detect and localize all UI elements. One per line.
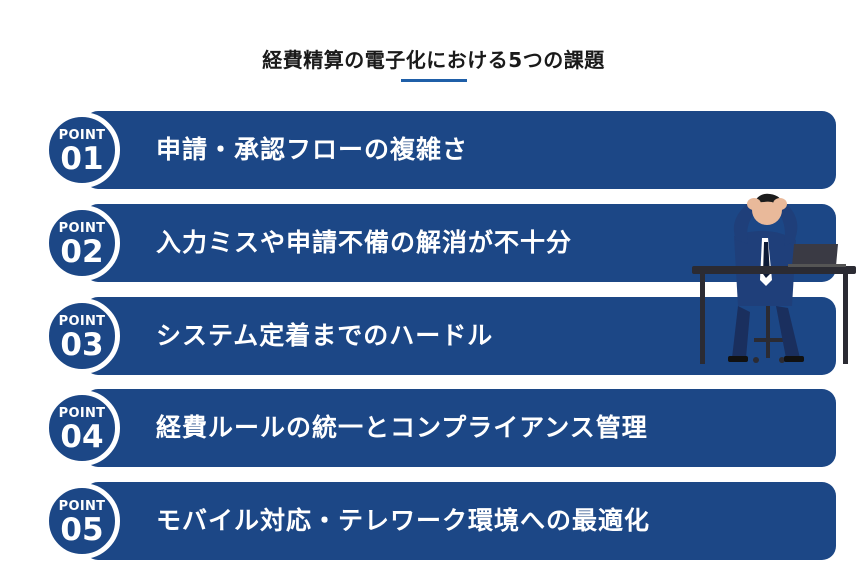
point-badge: POINT 05 — [44, 483, 120, 559]
stressed-businessman-illustration — [692, 193, 856, 364]
page-title: 経費精算の電子化における5つの課題 — [262, 48, 605, 72]
point-badge: POINT 01 — [44, 112, 120, 188]
point-number: 01 — [60, 141, 104, 177]
point-text: モバイル対応・テレワーク環境への最適化 — [156, 506, 651, 535]
point-badge: POINT 02 — [44, 205, 120, 281]
point-row-1: POINT 01 申請・承認フローの複雑さ — [44, 111, 836, 189]
point-bar — [84, 389, 836, 467]
point-badge-label: POINT — [58, 314, 106, 329]
point-text: 入力ミスや申請不備の解消が不十分 — [156, 228, 573, 257]
point-number: 04 — [60, 419, 104, 455]
point-badge-label: POINT — [58, 221, 106, 236]
point-badge-label: POINT — [58, 128, 106, 143]
point-bar — [84, 111, 836, 189]
point-badge-label: POINT — [58, 499, 106, 514]
title-underline — [401, 79, 467, 82]
point-text: システム定着までのハードル — [156, 321, 494, 350]
point-badge: POINT 03 — [44, 298, 120, 374]
point-row-4: POINT 04 経費ルールの統一とコンプライアンス管理 — [44, 389, 836, 467]
point-row-5: POINT 05 モバイル対応・テレワーク環境への最適化 — [44, 482, 836, 560]
point-bar — [84, 297, 836, 375]
point-text: 経費ルールの統一とコンプライアンス管理 — [156, 413, 648, 442]
point-text: 申請・承認フローの複雑さ — [156, 135, 469, 164]
point-number: 03 — [60, 327, 104, 363]
point-badge: POINT 04 — [44, 390, 120, 466]
point-row-3: POINT 03 システム定着までのハードル — [44, 297, 836, 375]
point-bar — [84, 482, 836, 560]
point-number: 02 — [60, 234, 104, 270]
point-number: 05 — [60, 512, 104, 548]
point-badge-label: POINT — [58, 406, 106, 421]
